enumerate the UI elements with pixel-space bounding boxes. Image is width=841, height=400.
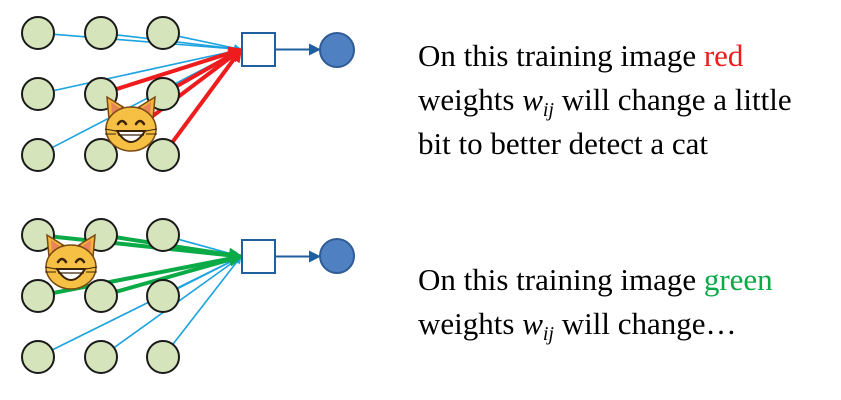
input-node	[21, 279, 55, 313]
input-node	[21, 340, 55, 374]
top-caption-suffix: will change a little	[554, 82, 792, 117]
top-caption: On this training image red weights wij w…	[418, 34, 792, 166]
weight-subscript: ij	[542, 323, 554, 345]
input-node	[84, 138, 118, 172]
top-caption-line3: bit to better detect a cat	[418, 126, 709, 161]
input-node	[84, 16, 118, 50]
weight-variable: w	[522, 306, 543, 341]
bottom-caption-suffix: will change…	[554, 306, 737, 341]
input-node	[21, 138, 55, 172]
bottom-caption-weights: weights	[418, 306, 523, 341]
output-node	[319, 32, 355, 68]
bottom-caption-line2: weights wij will change…	[418, 302, 773, 346]
output-node	[319, 238, 355, 274]
highlighted-weight-edge	[115, 253, 243, 294]
highlighted-weight-edge	[53, 251, 243, 295]
grinning-cat-face-icon	[43, 233, 99, 291]
top-caption-line2: weights wij will change a little	[418, 78, 792, 122]
network-green	[21, 218, 355, 374]
weight-variable: w	[522, 82, 543, 117]
input-node	[146, 340, 180, 374]
top-caption-weights: weights	[418, 82, 523, 117]
input-nodes	[21, 16, 180, 172]
top-caption-line1: On this training image red	[418, 34, 792, 78]
bottom-caption-prefix: On this training image	[418, 262, 704, 297]
input-node	[146, 279, 180, 313]
highlighted-weight-edge	[116, 235, 243, 262]
red-highlight-word: red	[703, 38, 744, 73]
highlighted-weight-edge	[115, 46, 243, 92]
hidden-node-box	[241, 32, 276, 67]
bottom-caption: On this training image green weights wij…	[418, 258, 773, 346]
input-node	[146, 138, 180, 172]
network-red	[21, 16, 355, 172]
input-node	[21, 218, 55, 252]
highlighted-weight-edge	[170, 47, 243, 144]
weight-edge	[53, 47, 242, 92]
weight-edge	[172, 255, 242, 345]
hidden-node-box	[241, 239, 276, 274]
input-node	[21, 16, 55, 50]
input-node	[146, 16, 180, 50]
weight-edge	[51, 255, 242, 351]
grinning-cat-face-icon	[103, 95, 159, 153]
input-node	[84, 340, 118, 374]
input-node	[146, 218, 180, 252]
weight-subscript: ij	[542, 99, 554, 121]
top-caption-prefix: On this training image	[418, 38, 704, 73]
input-node	[84, 279, 118, 313]
input-node	[21, 77, 55, 111]
input-nodes	[21, 218, 180, 374]
green-highlight-word: green	[703, 262, 773, 297]
bottom-caption-line1: On this training image green	[418, 258, 773, 302]
weight-edge	[116, 34, 242, 53]
